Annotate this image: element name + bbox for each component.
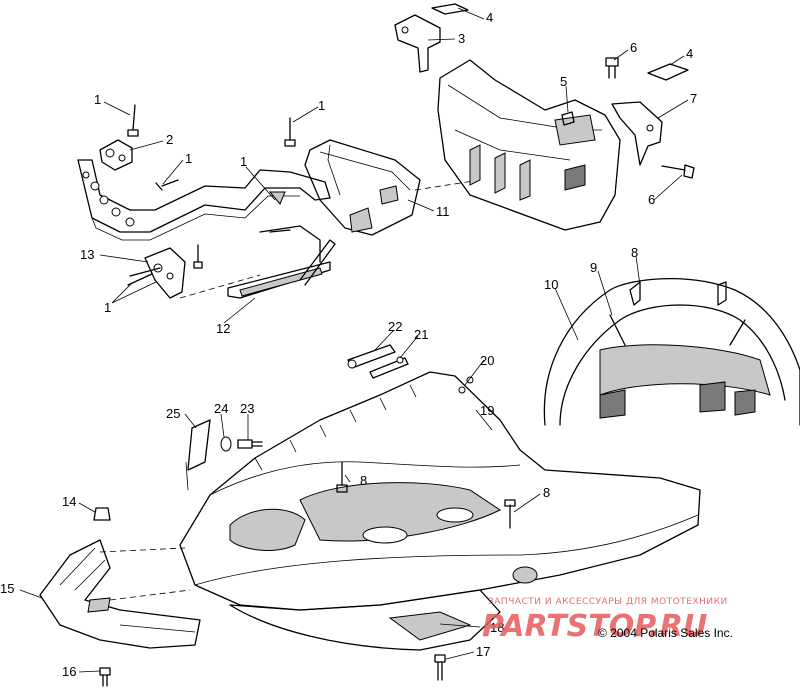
washer-24 [220, 436, 232, 452]
callout-4: 4 [486, 10, 493, 25]
rail-12 [179, 239, 336, 299]
bracket-3 [394, 14, 441, 73]
callout-19: 19 [480, 403, 494, 418]
callout-13: 13 [80, 247, 94, 262]
nut-5 [561, 111, 575, 126]
callout-23: 23 [240, 401, 254, 416]
watermark-caption: ЗАПЧАСТИ И АКСЕССУАРЫ ДЛЯ МОТОТЕХНИКИ [488, 597, 728, 607]
bolts-8 [336, 461, 516, 529]
callout-1: 1 [240, 154, 247, 169]
decal-4b [647, 63, 689, 81]
callout-7: 7 [690, 91, 697, 106]
callout-12: 12 [216, 321, 230, 336]
callout-4: 4 [686, 46, 693, 61]
callout-labels: 1 2 1 1 1 1 13 12 11 3 4 6 4 5 7 6 8 9 1… [0, 10, 697, 679]
callout-24: 24 [214, 401, 228, 416]
hardware-21-22 [347, 344, 409, 379]
hood-19 [179, 371, 701, 611]
callout-10: 10 [544, 277, 558, 292]
callout-8: 8 [360, 473, 367, 488]
callout-14: 14 [62, 494, 76, 509]
bolts-1 [127, 104, 296, 286]
callout-16: 16 [62, 664, 76, 679]
callout-25: 25 [166, 406, 180, 421]
callout-2: 2 [166, 132, 173, 147]
bolt-6b [661, 164, 695, 179]
callout-5: 5 [560, 74, 567, 89]
callout-20: 20 [480, 353, 494, 368]
callout-1: 1 [318, 98, 325, 113]
callout-1: 1 [104, 300, 111, 315]
front-frame-bracket [77, 159, 331, 263]
bracket-11 [304, 139, 481, 236]
part-25 [185, 419, 211, 491]
callout-22: 22 [388, 319, 402, 334]
copyright-notice: © 2004 Polaris Sales Inc. [598, 626, 733, 640]
callout-21: 21 [414, 327, 428, 342]
inset-view [543, 278, 800, 426]
callout-6: 6 [648, 192, 655, 207]
callout-18: 18 [490, 620, 504, 635]
bolt-17 [434, 654, 446, 681]
bracket-13 [144, 247, 186, 299]
watermark-logo: PARTSTOP.RU [482, 609, 707, 644]
callout-9: 9 [590, 260, 597, 275]
screw-23 [237, 439, 263, 449]
bolt-16 [99, 667, 111, 687]
callout-8: 8 [631, 245, 638, 260]
callout-1: 1 [185, 151, 192, 166]
callout-15: 15 [0, 581, 14, 596]
rear-frame-crossmember [437, 59, 621, 231]
decal-4a [431, 3, 469, 15]
callout-6: 6 [630, 40, 637, 55]
bracket-7 [611, 101, 663, 166]
mount-plate-2 [99, 139, 133, 171]
bumper-15 [39, 539, 201, 649]
callout-11: 11 [436, 204, 450, 219]
callout-17: 17 [476, 644, 490, 659]
bolt-6a [605, 57, 619, 79]
bellypan-18 [229, 589, 501, 651]
callout-1: 1 [94, 92, 101, 107]
callout-3: 3 [458, 31, 465, 46]
grommet-14 [93, 507, 111, 521]
washers-20 [458, 376, 474, 394]
leader-lines [19, 7, 689, 673]
callout-8: 8 [543, 485, 550, 500]
